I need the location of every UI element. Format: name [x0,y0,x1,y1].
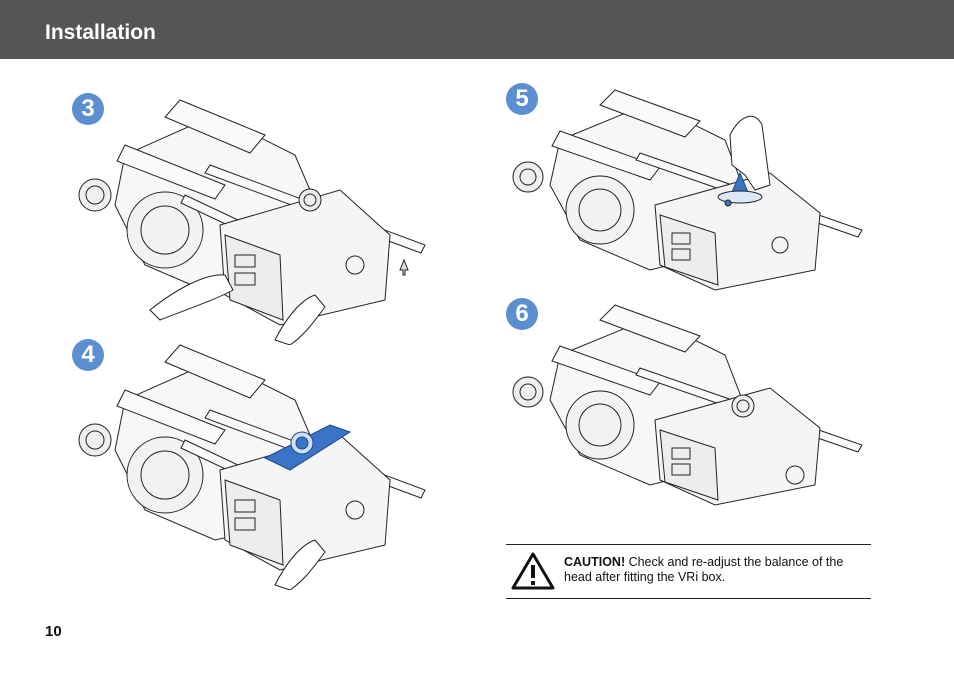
step-badge-6: 6 [506,298,538,330]
caution-label: CAUTION! [564,555,626,569]
step-4-illustration [78,344,426,590]
caution-message: Check and re-adjust the balance of the h… [564,555,844,584]
step-badge-3: 3 [72,93,104,125]
step-badge-5: 5 [506,83,538,115]
step-6-illustration [512,304,863,506]
page-title: Installation [45,21,156,44]
step-3-illustration [78,99,426,345]
caution-text: CAUTION! Check and re-adjust the balance… [564,555,864,585]
step-badge-4: 4 [72,339,104,371]
warning-triangle-icon [511,552,555,590]
page-number: 10 [45,623,62,640]
caution-box: CAUTION! Check and re-adjust the balance… [506,544,871,599]
step-5-illustration [512,89,863,291]
page-header: Installation [0,0,954,59]
